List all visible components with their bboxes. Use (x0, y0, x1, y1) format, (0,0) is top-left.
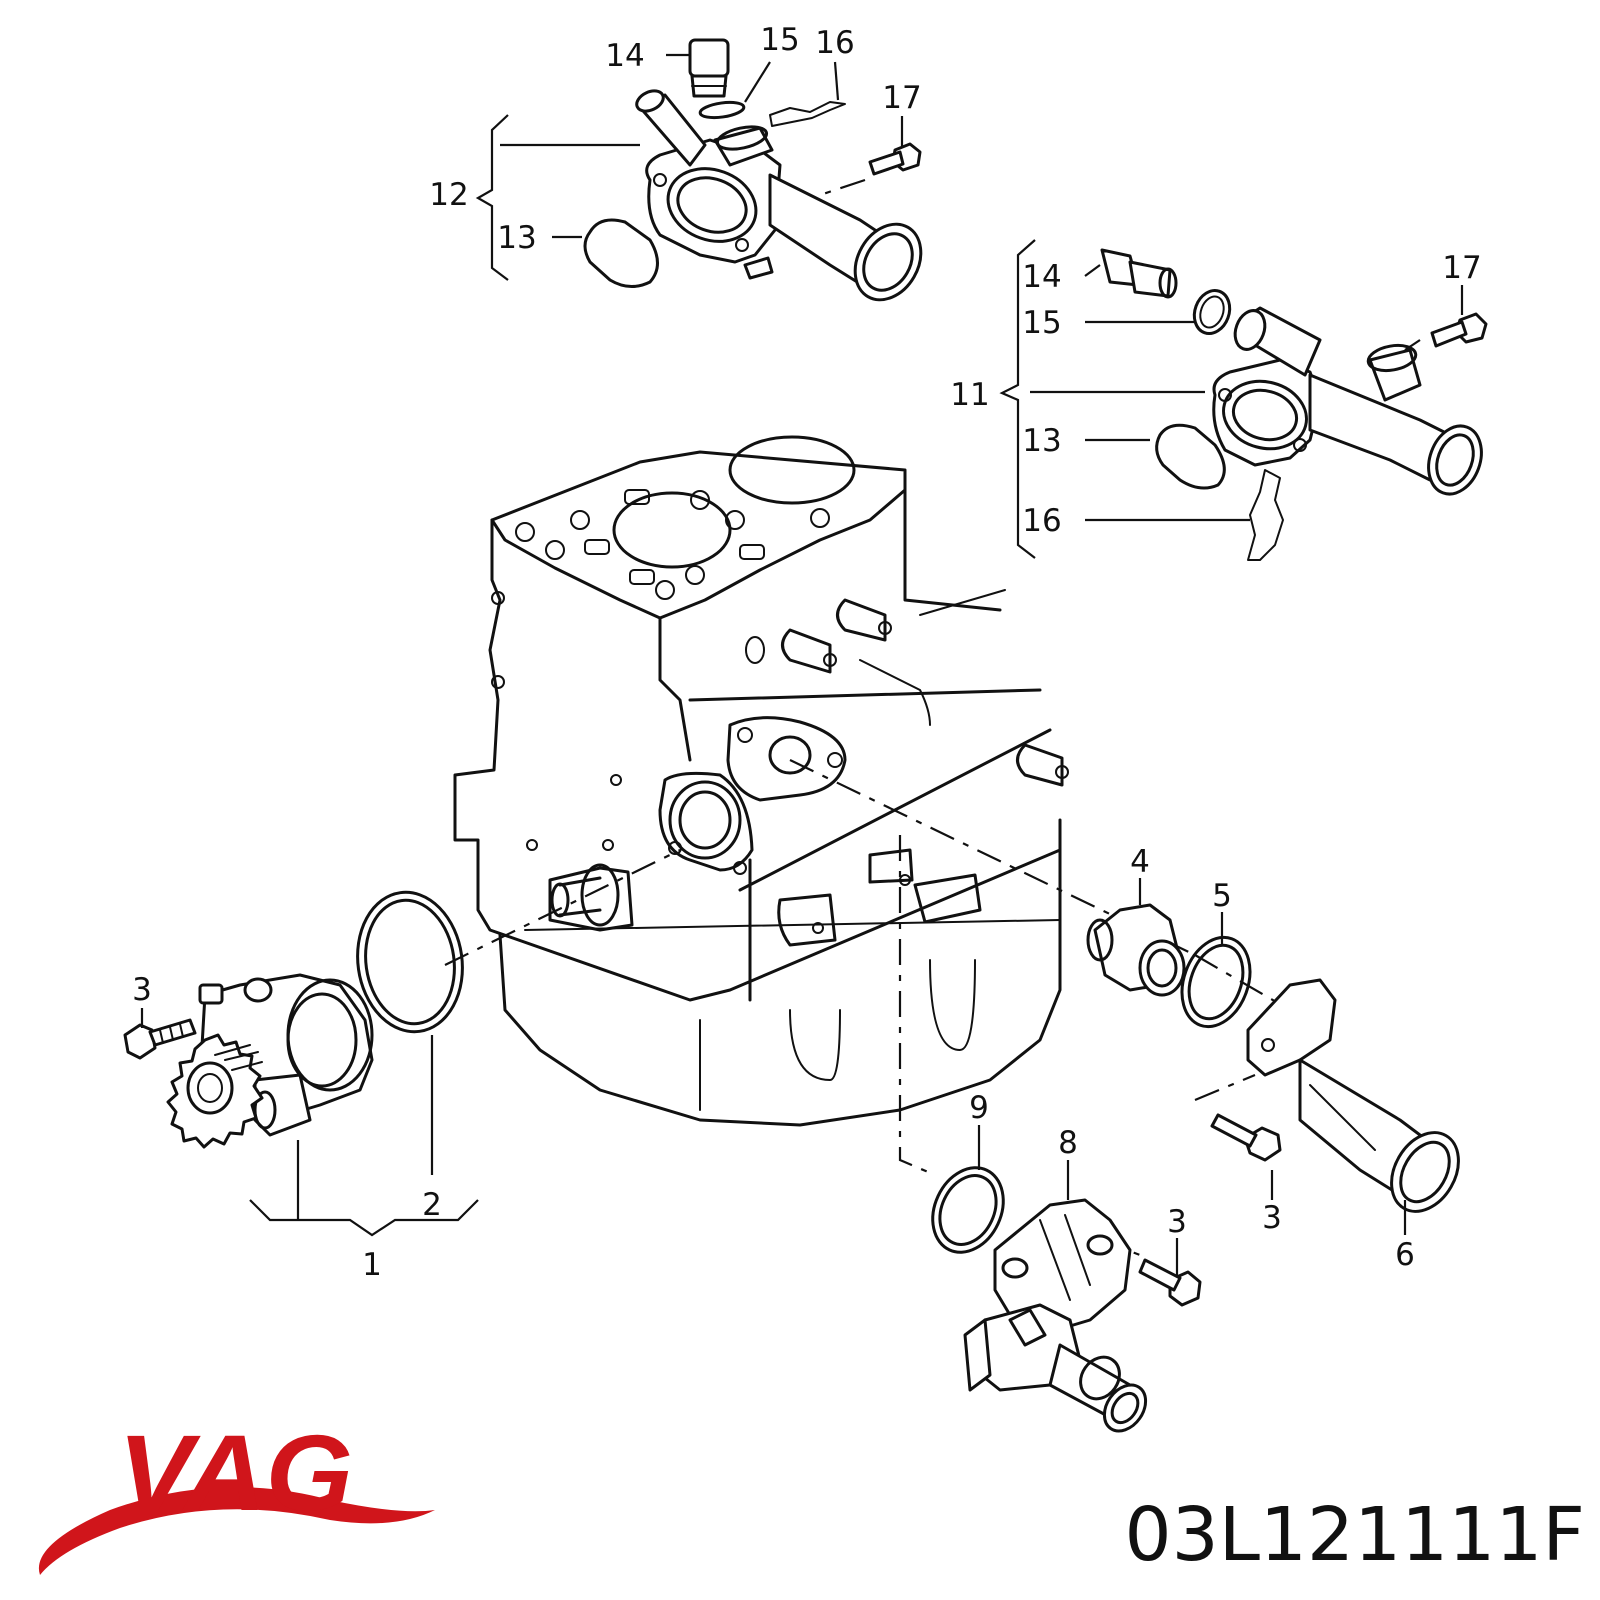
gasket-13-top (583, 218, 659, 288)
callout-2: 2 (422, 1187, 442, 1223)
callout-14-top: 14 (605, 38, 644, 74)
callout-13-top: 13 (497, 220, 536, 256)
bolt-lower (1138, 1258, 1202, 1307)
callout-15-right: 15 (1022, 305, 1061, 341)
bolt-17-right (1430, 312, 1488, 348)
callout-9: 9 (969, 1090, 989, 1126)
brand-name: VAG (118, 1412, 353, 1533)
callout-16-top: 16 (815, 25, 854, 61)
callout-3-left: 3 (132, 972, 152, 1008)
o-ring-large (356, 890, 464, 1034)
flange-assembly-12 (635, 89, 923, 302)
coolant-flange (1246, 978, 1460, 1213)
thermostat (1086, 903, 1186, 997)
callout-11: 11 (950, 377, 989, 413)
callout-3-right: 3 (1262, 1200, 1282, 1236)
vag-logo: VAG (38, 1412, 436, 1575)
callout-12: 12 (429, 177, 468, 213)
flange-assembly-11 (1212, 306, 1483, 496)
callout-17-top: 17 (882, 80, 921, 116)
logo-swoosh (38, 1487, 436, 1575)
engine-block (453, 435, 1069, 1127)
callout-15-top: 15 (760, 22, 799, 58)
clip-16-top (769, 101, 846, 127)
seal-15-right (1192, 289, 1232, 335)
sensor-14-top (688, 38, 730, 98)
callout-6: 6 (1395, 1237, 1415, 1273)
callout-4: 4 (1130, 844, 1150, 880)
water-pump (166, 973, 374, 1149)
part-number: 03L121111F (1125, 1492, 1585, 1578)
seal-15-top (698, 100, 746, 120)
callout-17-right: 17 (1442, 250, 1481, 286)
callout-13-right: 13 (1022, 423, 1061, 459)
callout-3-lower: 3 (1167, 1204, 1187, 1240)
sensor-14-right (1100, 248, 1178, 299)
o-ring-outlet (931, 1166, 1005, 1254)
coolant-outlet (963, 1198, 1148, 1433)
o-ring-thermostat (1180, 935, 1252, 1029)
gasket-13-right (1155, 423, 1226, 490)
callout-14-right: 14 (1022, 259, 1061, 295)
callout-labels: 1 2 3 3 3 4 5 6 8 9 11 12 13 13 14 14 15… (132, 22, 1482, 1283)
bolt-right (1210, 1113, 1282, 1162)
callout-16-right: 16 (1022, 503, 1061, 539)
clip-16-right (1247, 469, 1284, 561)
bolt-17-top (868, 142, 922, 176)
callout-8: 8 (1058, 1125, 1078, 1161)
bolt-left (123, 1018, 197, 1060)
leader-lines (140, 53, 1464, 1275)
callout-5: 5 (1212, 878, 1232, 914)
callout-1: 1 (362, 1247, 382, 1283)
